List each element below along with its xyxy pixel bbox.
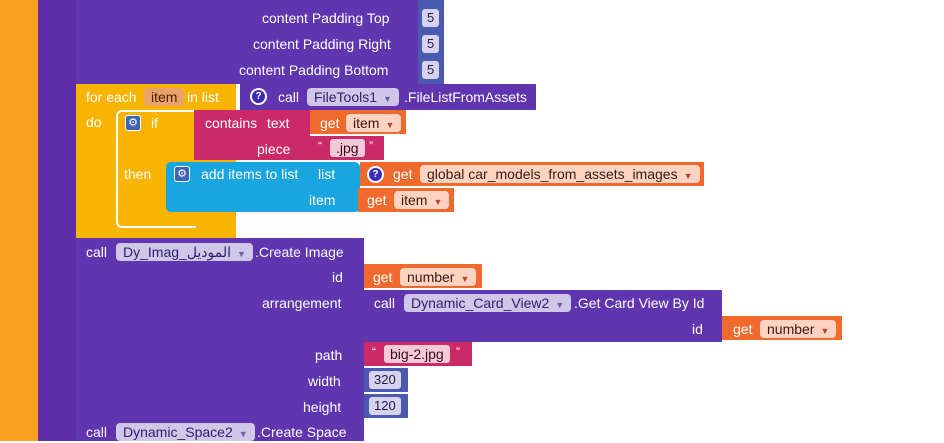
width-label: width <box>308 373 341 389</box>
dynamic-space-dropdown[interactable]: Dynamic_Space2▼ <box>116 423 255 441</box>
get-keyword: get <box>393 166 413 182</box>
create-space-method: .Create Space <box>257 424 347 440</box>
dropdown-arrow-icon: ▼ <box>820 326 830 336</box>
question-mark-icon[interactable]: ? <box>367 166 384 183</box>
dropdown-arrow-icon: ▼ <box>237 249 246 259</box>
question-mark-icon[interactable]: ? <box>250 88 267 105</box>
arrangement-label: arrangement <box>262 295 342 311</box>
for-each-var[interactable]: item <box>144 88 185 106</box>
padding-right-label: content Padding Right <box>253 36 391 52</box>
list-label: list <box>318 166 336 182</box>
call-keyword: call <box>374 295 396 311</box>
do-label: do <box>86 114 102 130</box>
item-label: item <box>309 192 336 208</box>
number-var-dropdown[interactable]: number▼ <box>400 268 477 286</box>
method-name: .FileListFromAssets <box>404 89 527 105</box>
procedure-body-block[interactable] <box>38 0 76 441</box>
path-value[interactable]: big-2.jpg <box>384 345 450 363</box>
create-image-block[interactable] <box>76 238 364 420</box>
component-setter-block[interactable] <box>76 0 418 84</box>
padding-top-label: content Padding Top <box>262 10 390 26</box>
call-keyword: call <box>86 424 108 440</box>
padding-bottom-label: content Padding Bottom <box>239 62 389 78</box>
outer-event-block[interactable] <box>0 0 38 441</box>
contains-label: contains <box>205 115 258 131</box>
number-var-dropdown-2[interactable]: number▼ <box>760 320 837 338</box>
global-var-dropdown[interactable]: global car_models_from_assets_images▼ <box>420 165 700 183</box>
dropdown-arrow-icon: ▼ <box>385 120 395 130</box>
card-view-dropdown[interactable]: Dynamic_Card_View2▼ <box>404 294 572 312</box>
dropdown-arrow-icon: ▼ <box>238 429 248 439</box>
dropdown-arrow-icon: ▼ <box>383 94 392 104</box>
open-quote: “ <box>372 345 376 359</box>
padding-right-value[interactable]: 5 <box>422 35 440 53</box>
card-view-method: .Get Card View By Id <box>574 295 705 311</box>
text-label: text <box>267 115 290 131</box>
card-view-id-label: id <box>692 321 703 337</box>
padding-bottom-value[interactable]: 5 <box>422 61 440 79</box>
item-var-dropdown[interactable]: item▼ <box>394 191 450 209</box>
gear-icon[interactable]: ⚙ <box>125 115 141 131</box>
dropdown-arrow-icon: ▼ <box>683 171 693 181</box>
padding-top-value[interactable]: 5 <box>422 9 440 27</box>
call-keyword: call <box>278 89 300 105</box>
add-items-block[interactable] <box>166 162 360 212</box>
if-label: if <box>151 115 158 131</box>
get-keyword: get <box>373 269 393 285</box>
open-quote: “ <box>318 139 322 153</box>
height-label: height <box>303 399 342 415</box>
width-value[interactable]: 320 <box>369 371 401 389</box>
in-list-label: in list <box>187 89 219 105</box>
height-value[interactable]: 120 <box>369 397 401 415</box>
close-quote: ” <box>456 345 460 359</box>
dy-imag-dropdown[interactable]: Dy_Imag_الموديل▼ <box>116 243 253 261</box>
then-label: then <box>124 166 152 182</box>
add-items-label: add items to list <box>201 166 299 182</box>
get-keyword: get <box>320 115 340 131</box>
get-keyword: get <box>733 321 753 337</box>
dropdown-arrow-icon: ▼ <box>460 274 470 284</box>
call-keyword: call <box>86 244 108 260</box>
gear-icon[interactable]: ⚙ <box>174 166 190 182</box>
create-image-method: .Create Image <box>255 244 344 260</box>
get-keyword: get <box>367 192 387 208</box>
for-each-label: for each <box>86 89 137 105</box>
close-quote: ” <box>369 139 373 153</box>
id-label: id <box>332 269 343 285</box>
piece-label: piece <box>257 141 291 157</box>
contains-text-block[interactable] <box>194 110 310 160</box>
dropdown-arrow-icon: ▼ <box>555 300 565 310</box>
path-label: path <box>315 347 343 363</box>
piece-value[interactable]: .jpg <box>330 139 365 157</box>
file-tools-dropdown[interactable]: FileTools1▼ <box>307 88 399 106</box>
get-var-dropdown[interactable]: item▼ <box>346 114 402 132</box>
dropdown-arrow-icon: ▼ <box>433 197 443 207</box>
